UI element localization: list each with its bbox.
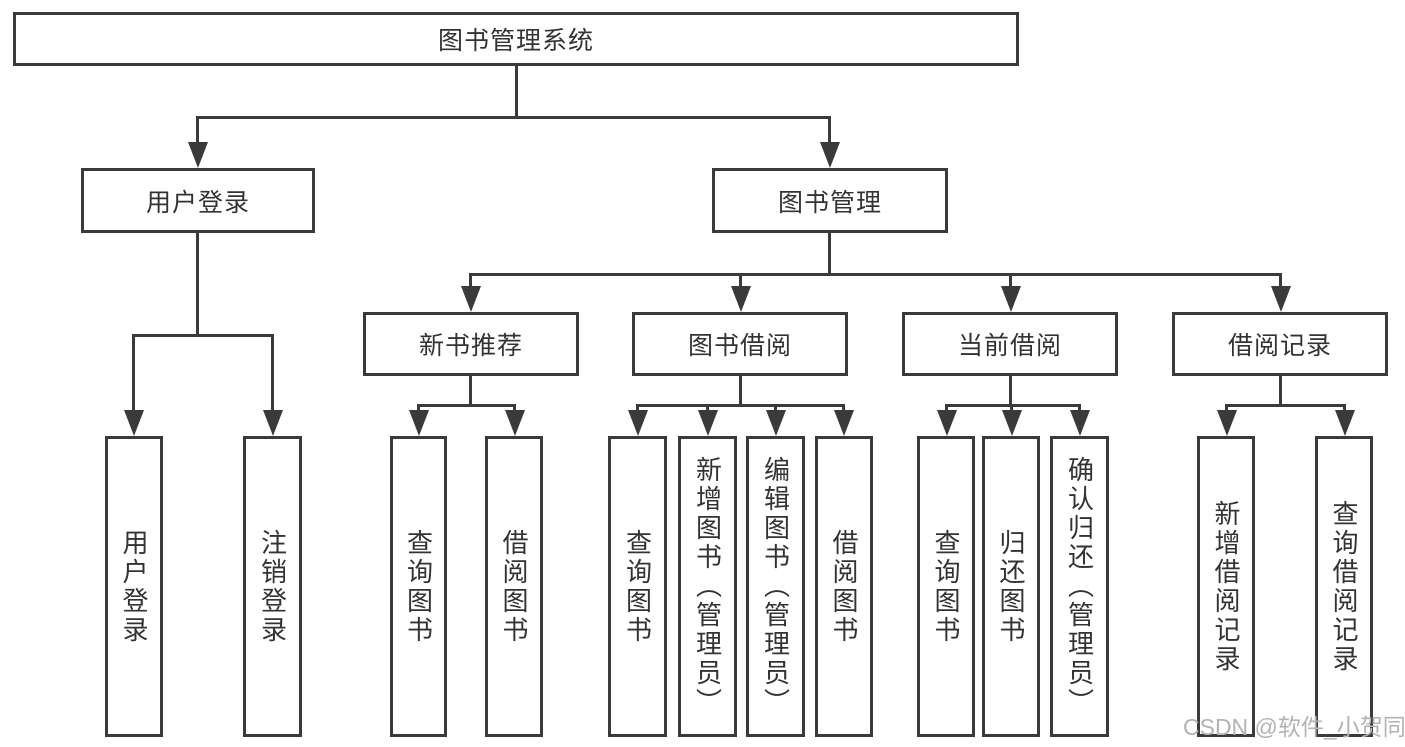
leaf-return-book: 归还图书 [982,436,1040,737]
node-label: 查询图书 [403,528,434,645]
leaf-add-borrow-record: 新增借阅记录 [1197,436,1255,737]
arrowhead-down-icon [409,410,429,436]
node-label: 图书管理 [777,188,882,217]
connector-line [828,116,831,146]
connector-line [1225,404,1346,407]
node-label: 借阅图书 [829,528,859,645]
node-system-root: 图书管理系统 [13,12,1019,66]
node-new-book-recommend: 新书推荐 [363,312,579,376]
node-label: 图书管理系统 [437,27,594,55]
node-label: 注销登录 [257,528,288,645]
connector-line [196,116,199,146]
node-label: 用户登录 [119,528,149,645]
arrowhead-down-icon [188,142,208,168]
leaf-borrow-book: 借阅图书 [815,436,873,737]
connector-line [469,376,472,407]
arrowhead-down-icon [834,410,854,436]
connector-line [636,404,845,407]
connector-line [739,376,742,407]
arrowhead-down-icon [698,410,718,436]
node-borrow-records: 借阅记录 [1172,312,1388,376]
node-label: 当前借阅 [957,332,1062,360]
node-label: 查询图书 [622,528,653,645]
leaf-confirm-return-admin: 确认归还（管理员） [1050,436,1109,737]
connector-line [828,233,831,276]
node-label: 编辑图书（管理员） [760,456,791,717]
arrowhead-down-icon [766,410,786,436]
leaf-query-book-recommend: 查询图书 [390,436,447,737]
leaf-user-login: 用户登录 [105,436,163,737]
connector-line [417,404,516,407]
arrowhead-down-icon [461,286,481,312]
node-label: 用户登录 [145,188,250,217]
arrowhead-down-icon [1070,410,1090,436]
connector-line [739,273,742,291]
connector-line [1009,273,1012,291]
arrowhead-down-icon [1271,286,1291,312]
arrowhead-down-icon [1335,410,1355,436]
csdn-watermark: CSDN @软件_小贺同学 [1183,714,1405,740]
node-label: 借阅图书 [499,528,529,645]
arrowhead-down-icon [263,410,283,436]
connector-line [1009,376,1012,407]
node-label: 新书推荐 [418,332,523,360]
leaf-query-book-current: 查询图书 [917,436,975,737]
node-user-login-group: 用户登录 [81,168,315,233]
connector-line [132,334,135,414]
node-label: 查询图书 [931,528,961,645]
arrowhead-down-icon [1001,286,1021,312]
arrowhead-down-icon [731,286,751,312]
connector-line [271,334,274,414]
connector-line [1279,376,1282,407]
leaf-edit-book-admin: 编辑图书（管理员） [746,436,805,737]
arrowhead-down-icon [628,410,648,436]
node-label: 新增借阅记录 [1211,499,1241,674]
connector-line [196,116,831,119]
connector-line [1279,273,1282,291]
arrowhead-down-icon [1217,410,1237,436]
leaf-add-book-admin: 新增图书（管理员） [678,436,737,737]
connector-line [469,273,472,291]
node-label: 确认归还（管理员） [1064,456,1095,717]
node-label: 归还图书 [996,528,1026,645]
node-label: 借阅记录 [1227,332,1332,360]
leaf-logout: 注销登录 [243,436,302,737]
leaf-borrow-book-recommend: 借阅图书 [485,436,543,737]
arrowhead-down-icon [124,410,144,436]
node-label: 新增图书（管理员） [692,456,723,717]
arrowhead-down-icon [820,142,840,168]
connector-line [132,334,274,337]
arrowhead-down-icon [505,410,525,436]
leaf-query-book-borrow: 查询图书 [608,436,667,737]
arrowhead-down-icon [1002,410,1022,436]
node-label: 查询借阅记录 [1329,499,1359,674]
node-label: 图书借阅 [687,332,792,360]
connector-line [469,273,1282,276]
node-current-borrow: 当前借阅 [902,312,1118,376]
arrowhead-down-icon [937,410,957,436]
connector-line [515,66,518,119]
node-book-borrow: 图书借阅 [632,312,848,376]
connector-line [196,233,199,335]
leaf-query-borrow-record: 查询借阅记录 [1315,436,1373,737]
node-book-management: 图书管理 [712,168,948,233]
